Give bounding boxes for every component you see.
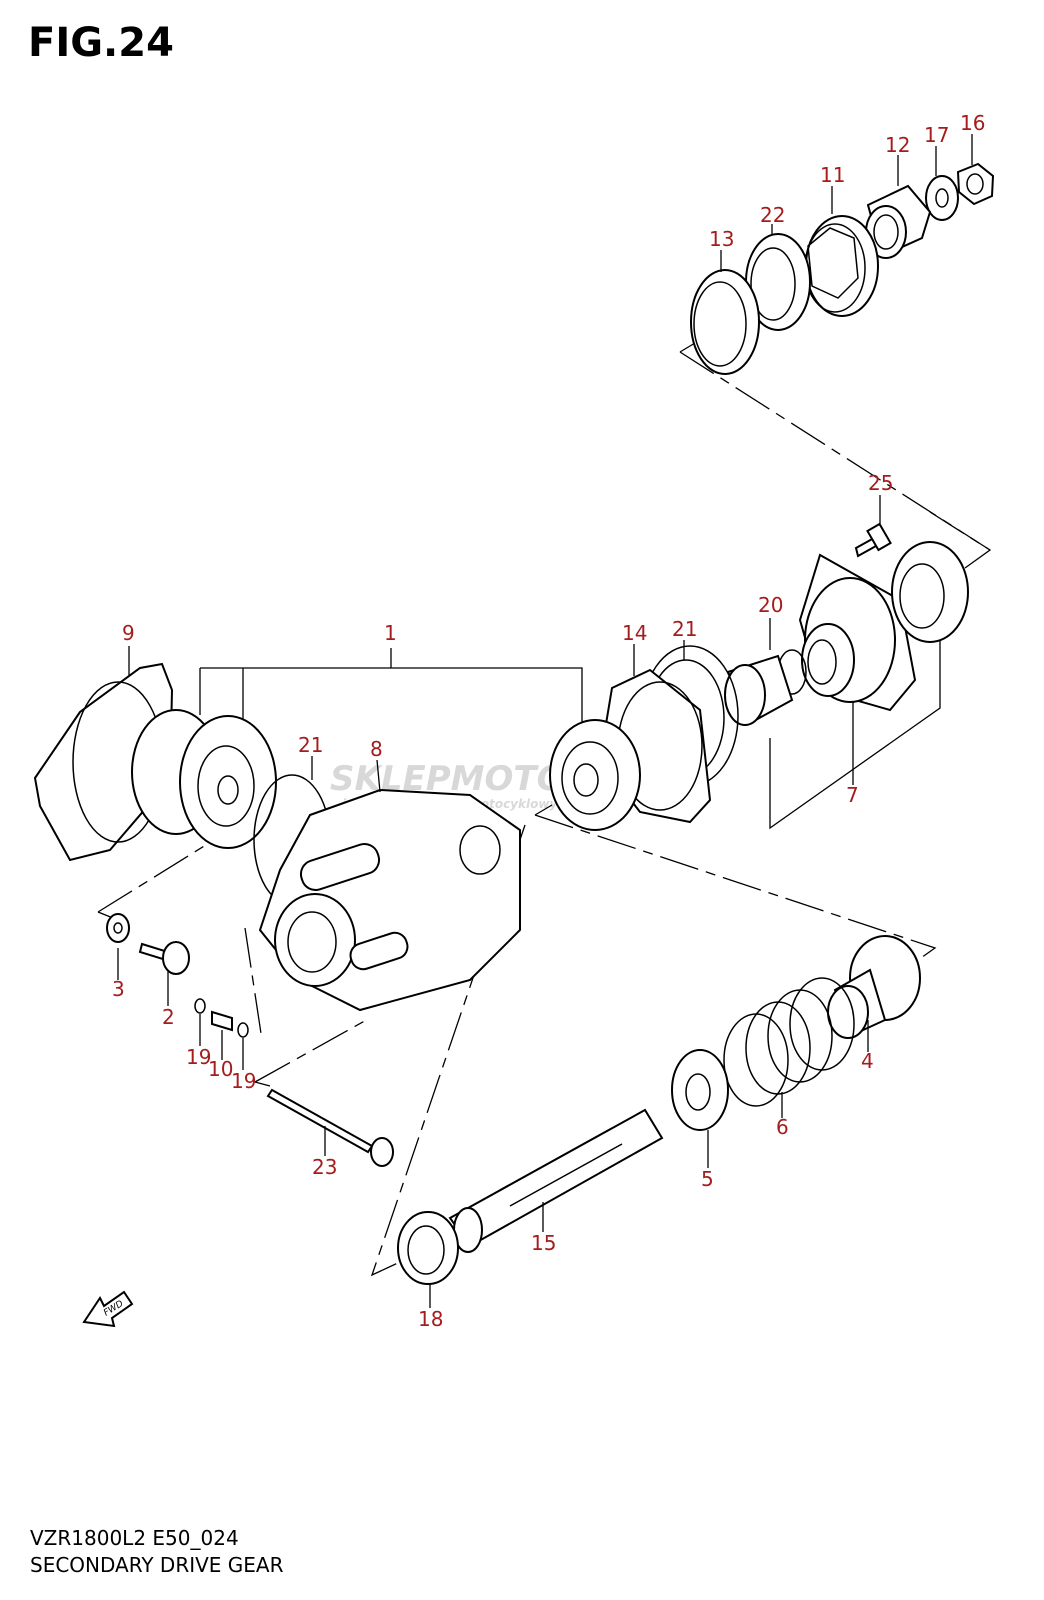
diagram-name: SECONDARY DRIVE GEAR	[30, 1553, 284, 1577]
callout-7: 7	[846, 783, 859, 807]
part-11-nut-plate	[804, 215, 879, 317]
part-driven-bevel-gear	[549, 719, 641, 831]
callout-3: 3	[112, 977, 125, 1001]
callout-labels: 16 17 12 11 22 13 25 20 21 14 1 9 21 8 7…	[112, 111, 985, 1331]
part-bearing	[891, 541, 969, 643]
part-13-ring	[690, 269, 760, 375]
part-25-bolt	[854, 522, 892, 558]
part-19-o-ring-left	[194, 998, 206, 1014]
callout-5: 5	[701, 1167, 714, 1191]
part-5-cam-dog	[671, 1049, 729, 1131]
part-18-bearing	[397, 1211, 459, 1285]
figure-title: FIG.24	[28, 20, 174, 66]
bracket-lines	[199, 640, 941, 830]
callout-2: 2	[162, 1005, 175, 1029]
callout-24: 23	[312, 1155, 337, 1179]
callout-21: 21	[672, 617, 697, 641]
callout-13: 13	[709, 227, 734, 251]
part-23-oil-seal	[745, 233, 811, 331]
part-19-o-ring-right	[237, 1022, 249, 1038]
part-6-spring	[723, 977, 855, 1107]
part-10-dowel	[211, 1010, 233, 1032]
leader-lines	[117, 134, 973, 1308]
callout-16: 16	[960, 111, 985, 135]
callout-14: 14	[622, 621, 647, 645]
fwd-arrow-icon: FWD	[82, 1290, 134, 1328]
callout-9: 9	[122, 621, 135, 645]
part-shaft-gear	[724, 654, 794, 726]
callout-15: 15	[531, 1231, 556, 1255]
part-15-shaft	[448, 1108, 664, 1253]
callout-1: 1	[384, 621, 397, 645]
callout-22: 21	[298, 733, 323, 757]
callout-25: 25	[868, 471, 893, 495]
callout-8: 8	[370, 737, 383, 761]
part-drive-bevel-gear	[131, 709, 277, 849]
part-4-cam	[827, 935, 921, 1039]
model-code: VZR1800L2 E50_024	[30, 1526, 239, 1550]
part-24-long-bolt	[266, 1088, 394, 1167]
callout-17: 17	[924, 123, 949, 147]
callout-12: 12	[885, 133, 910, 157]
part-3-washer	[106, 913, 130, 943]
callout-4: 4	[861, 1049, 874, 1073]
callout-19-left: 19	[186, 1045, 211, 1069]
callout-6: 6	[776, 1115, 789, 1139]
callout-20: 20	[758, 593, 783, 617]
part-8-gear-case	[258, 788, 521, 1012]
callout-18: 18	[418, 1307, 443, 1331]
callout-19-right: 19	[231, 1069, 256, 1093]
part-16-nut	[956, 162, 995, 206]
callout-23: 22	[760, 203, 785, 227]
part-2-bolt	[138, 941, 190, 975]
callout-10: 10	[208, 1057, 233, 1081]
part-17-washer	[925, 175, 959, 221]
callout-11: 11	[820, 163, 845, 187]
